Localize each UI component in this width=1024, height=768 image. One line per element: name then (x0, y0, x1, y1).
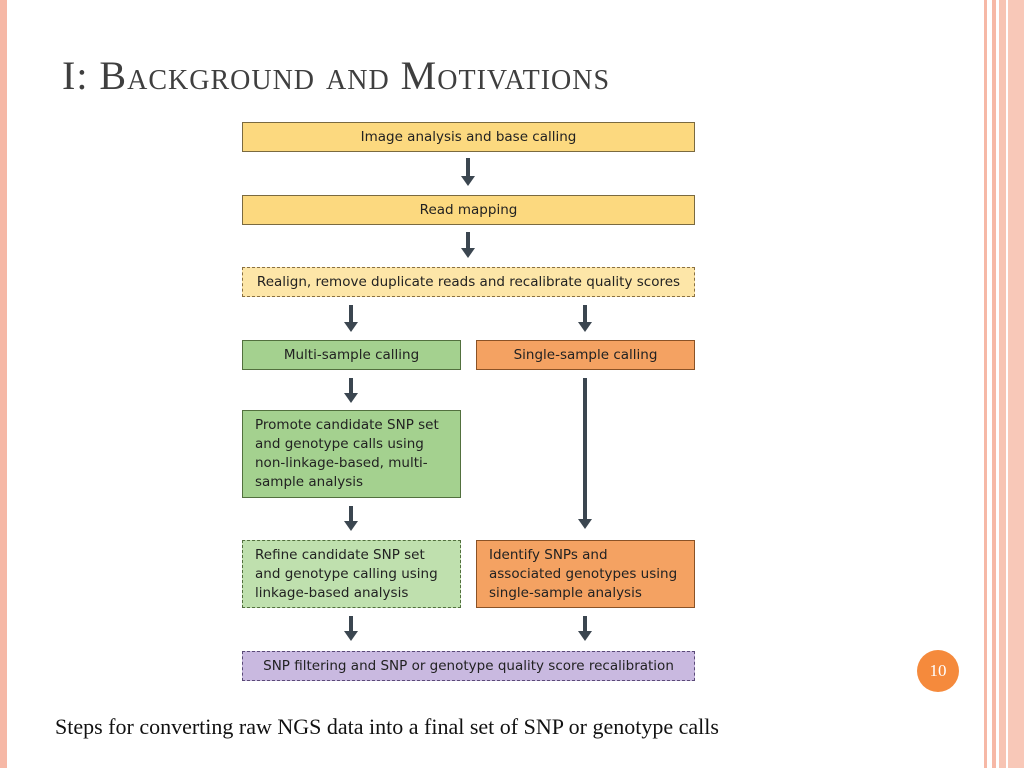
step-identify-snps: Identify SNPs and associated genotypes u… (476, 540, 695, 608)
step-realign: Realign, remove duplicate reads and reca… (242, 267, 695, 297)
slide-title: I: Background and Motivations (62, 53, 611, 98)
step-refine-candidates: Refine candidate SNP set and genotype ca… (242, 540, 461, 608)
page-number-badge: 10 (917, 650, 959, 692)
step-snp-filtering: SNP filtering and SNP or genotype qualit… (242, 651, 695, 681)
step-single-sample-calling: Single-sample calling (476, 340, 695, 370)
right-accent-stripes (984, 0, 1024, 768)
step-image-analysis: Image analysis and base calling (242, 122, 695, 152)
step-multi-sample-calling: Multi-sample calling (242, 340, 461, 370)
step-read-mapping: Read mapping (242, 195, 695, 225)
figure-caption: Steps for converting raw NGS data into a… (55, 714, 719, 739)
left-accent-stripe (0, 0, 7, 768)
step-promote-candidates: Promote candidate SNP set and genotype c… (242, 410, 461, 498)
